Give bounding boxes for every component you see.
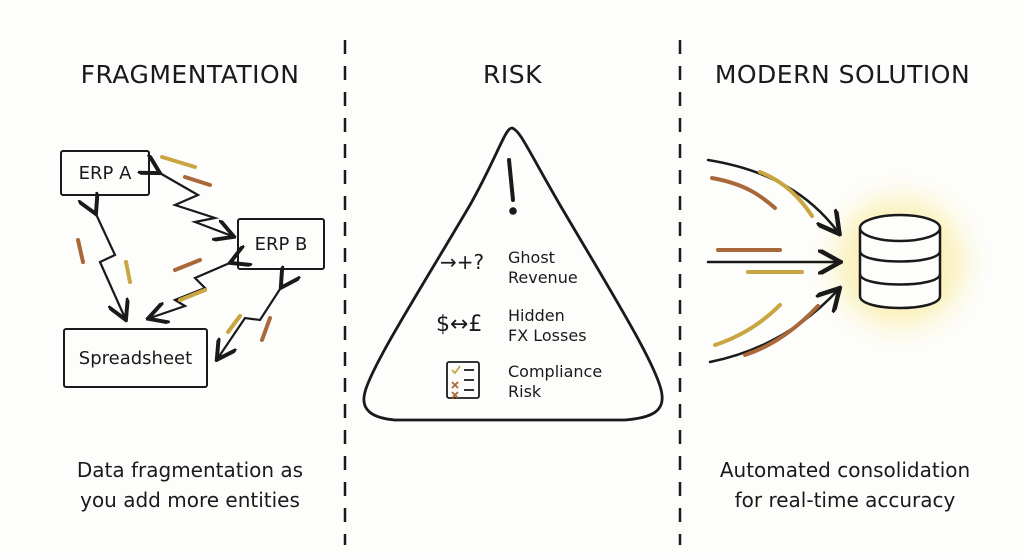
connector-a-b <box>158 172 232 236</box>
fragmentation-title: FRAGMENTATION <box>80 60 300 89</box>
node-erp-a: ERP A <box>60 150 150 196</box>
connector-a-s <box>95 212 125 318</box>
fragmentation-accents <box>76 155 272 342</box>
node-spreadsheet: Spreadsheet <box>63 328 208 388</box>
risk-item-ghost-revenue: Ghost Revenue <box>508 248 578 288</box>
caption-line: you add more entities <box>80 488 300 512</box>
database-icon <box>858 213 942 310</box>
connector-b-s <box>150 262 232 318</box>
exclamation-mark-icon <box>507 158 515 202</box>
modern-solution-caption: Automated consolidation for real-time ac… <box>690 455 1000 515</box>
modern-solution-title: MODERN SOLUTION <box>714 60 971 89</box>
caption-line: for real-time accuracy <box>734 488 956 512</box>
ghost-revenue-icon: →+? <box>440 250 485 274</box>
risk-item-label: Revenue <box>508 268 578 287</box>
risk-item-label: Risk <box>508 382 542 401</box>
risk-item-label: FX Losses <box>508 326 587 345</box>
risk-item-fx-losses: Hidden FX Losses <box>508 306 587 346</box>
caption-line: Automated consolidation <box>719 458 971 482</box>
risk-triangle <box>362 126 664 422</box>
currency-exchange-icon: $↔£ <box>436 312 483 337</box>
connector-b-s2 <box>218 286 282 358</box>
risk-item-label: Ghost <box>508 248 555 267</box>
fragmentation-caption: Data fragmentation as you add more entit… <box>40 455 340 515</box>
checklist-icon <box>446 361 480 399</box>
caption-line: Data fragmentation as <box>76 458 304 482</box>
inflow-arrows <box>706 158 838 364</box>
node-erp-b: ERP B <box>237 218 325 270</box>
risk-item-label: Hidden <box>508 306 565 325</box>
risk-item-compliance: Compliance Risk <box>508 362 602 402</box>
risk-title: RISK <box>482 60 542 89</box>
risk-item-label: Compliance <box>508 362 603 381</box>
